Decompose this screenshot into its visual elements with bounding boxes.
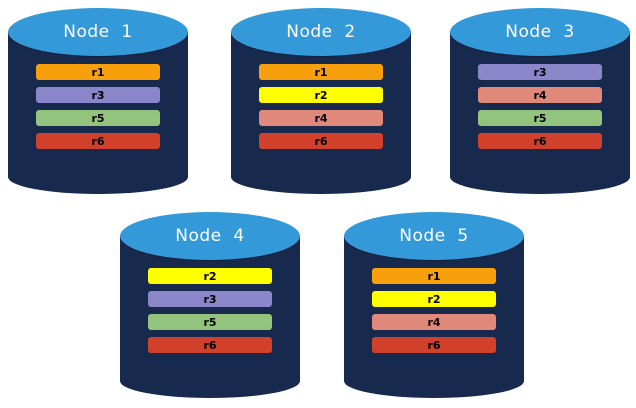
replica-bar-r6[interactable]: r6 [372, 337, 496, 353]
replica-bar-r6[interactable]: r6 [478, 133, 602, 149]
cylinder-body [120, 236, 300, 381]
replica-bar-r5[interactable]: r5 [36, 110, 160, 126]
replica-bar-r5[interactable]: r5 [148, 314, 272, 330]
replica-bar-r4[interactable]: r4 [259, 110, 383, 126]
cylinder-top-ellipse [8, 8, 188, 56]
cylinder-top-ellipse [120, 212, 300, 260]
replica-bar-r2[interactable]: r2 [259, 87, 383, 103]
replica-list: r1 r3 r5 r6 [8, 64, 188, 149]
node-cylinder-3[interactable]: Node 3 r3 r4 r5 r6 [450, 8, 630, 194]
cylinder-shape [231, 8, 411, 194]
node-cylinder-1[interactable]: Node 1 r1 r3 r5 r6 [8, 8, 188, 194]
replica-bar-r6[interactable]: r6 [259, 133, 383, 149]
cylinder-body [450, 32, 630, 177]
replica-list: r1 r2 r4 r6 [344, 268, 524, 353]
cylinder-body [8, 32, 188, 177]
replica-list: r3 r4 r5 r6 [450, 64, 630, 149]
cylinder-body [231, 32, 411, 177]
replica-bar-r3[interactable]: r3 [36, 87, 160, 103]
cylinder-shape [344, 212, 524, 398]
cylinder-shape [450, 8, 630, 194]
replica-bar-r2[interactable]: r2 [372, 291, 496, 307]
node-title: Node 3 [505, 22, 575, 42]
cylinder-top-ellipse [344, 212, 524, 260]
replica-bar-r2[interactable]: r2 [148, 268, 272, 284]
replica-bar-r5[interactable]: r5 [478, 110, 602, 126]
cylinder-top-ellipse [231, 8, 411, 56]
node-title: Node 2 [286, 22, 356, 42]
replica-bar-r6[interactable]: r6 [148, 337, 272, 353]
cylinder-body [344, 236, 524, 381]
replica-bar-r1[interactable]: r1 [259, 64, 383, 80]
replica-bar-r4[interactable]: r4 [478, 87, 602, 103]
replica-bar-r3[interactable]: r3 [148, 291, 272, 307]
node-cylinder-5[interactable]: Node 5 r1 r2 r4 r6 [344, 212, 524, 398]
replica-list: r1 r2 r4 r6 [231, 64, 411, 149]
replica-list: r2 r3 r5 r6 [120, 268, 300, 353]
cylinder-shape [120, 212, 300, 398]
replica-bar-r3[interactable]: r3 [478, 64, 602, 80]
node-title: Node 4 [175, 226, 245, 246]
node-title: Node 5 [399, 226, 469, 246]
replica-bar-r4[interactable]: r4 [372, 314, 496, 330]
cylinder-top-ellipse [450, 8, 630, 56]
node-cylinder-2[interactable]: Node 2 r1 r2 r4 r6 [231, 8, 411, 194]
replica-bar-r6[interactable]: r6 [36, 133, 160, 149]
node-title: Node 1 [63, 22, 133, 42]
node-cylinder-4[interactable]: Node 4 r2 r3 r5 r6 [120, 212, 300, 398]
cylinder-shape [8, 8, 188, 194]
replica-bar-r1[interactable]: r1 [372, 268, 496, 284]
replica-bar-r1[interactable]: r1 [36, 64, 160, 80]
